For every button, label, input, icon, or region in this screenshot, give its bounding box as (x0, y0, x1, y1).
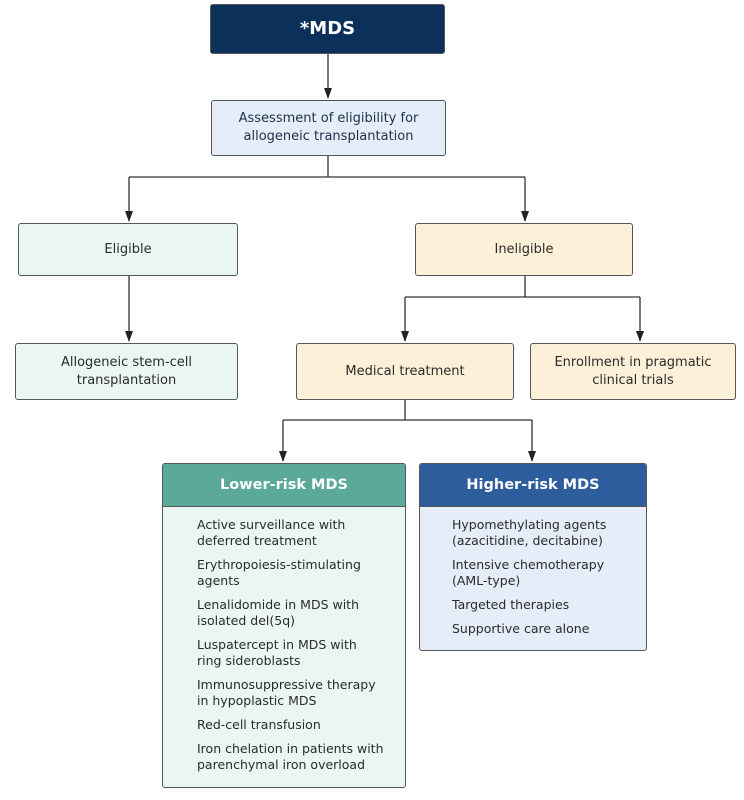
list-item: Erythropoiesis-stimulating agents (197, 557, 361, 588)
higher-risk-header: Higher-risk MDS (420, 464, 646, 507)
lower-risk-header: Lower-risk MDS (163, 464, 405, 507)
assessment-label: Assessment of eligibility for allogeneic… (238, 111, 419, 144)
list-item: Immunosuppressive therapy in hypoplastic… (197, 677, 376, 708)
higher-risk-list: Hypomethylating agents (azacitidine, dec… (420, 507, 646, 650)
medical-treatment-node: Medical treatment (296, 343, 514, 400)
assessment-node: Assessment of eligibility for allogeneic… (211, 100, 446, 156)
list-item: Luspatercept in MDS with ring sideroblas… (197, 637, 357, 668)
transplant-node: Allogeneic stem-cell transplantation (15, 343, 238, 400)
list-item: Hypomethylating agents (azacitidine, dec… (452, 517, 607, 548)
lower-risk-panel: Lower-risk MDS Active surveillance with … (162, 463, 406, 788)
mds-root-node: *MDS (210, 4, 445, 54)
line-ineligible-branch (405, 276, 640, 298)
list-item: Intensive chemotherapy (AML-type) (452, 557, 605, 588)
eligible-label: Eligible (104, 241, 152, 257)
mds-root-label: *MDS (299, 18, 356, 39)
line-medical-branch (283, 400, 532, 421)
line-assessment-branch (129, 156, 525, 178)
transplant-label: Allogeneic stem-cell transplantation (60, 354, 193, 388)
higher-risk-panel: Higher-risk MDS Hypomethylating agents (… (419, 463, 647, 651)
lower-risk-list: Active surveillance with deferred treatm… (163, 507, 405, 787)
list-item: Targeted therapies (452, 597, 570, 612)
ineligible-node: Ineligible (415, 223, 633, 276)
clinical-trials-label: Enrollment in pragmatic clinical trials (554, 354, 712, 388)
list-item: Active surveillance with deferred treatm… (197, 517, 346, 548)
clinical-trials-node: Enrollment in pragmatic clinical trials (530, 343, 736, 400)
list-item: Lenalidomide in MDS with isolated del(5q… (197, 597, 359, 628)
eligible-node: Eligible (18, 223, 238, 276)
list-item: Iron chelation in patients with parenchy… (197, 741, 384, 772)
list-item: Supportive care alone (452, 621, 590, 636)
medical-treatment-label: Medical treatment (345, 363, 465, 379)
ineligible-label: Ineligible (494, 241, 554, 257)
list-item: Red-cell transfusion (197, 717, 321, 732)
